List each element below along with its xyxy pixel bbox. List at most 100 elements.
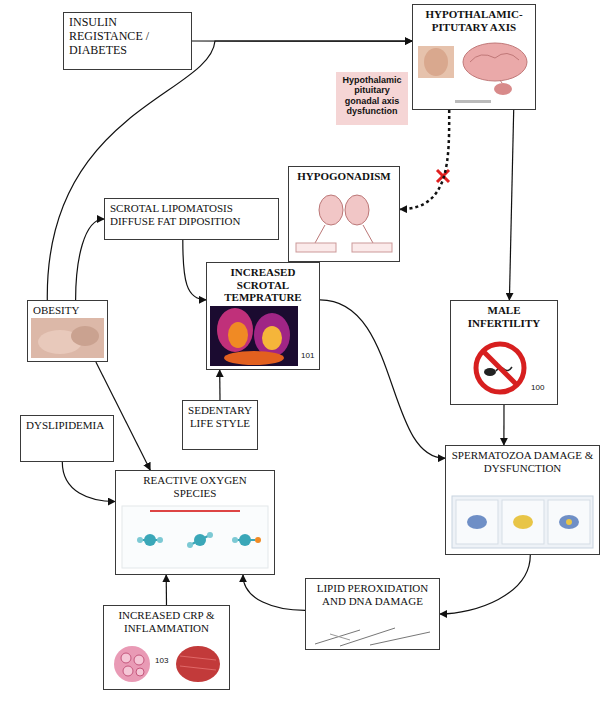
flow-arrow <box>219 370 221 400</box>
sperm-panels <box>566 519 572 525</box>
molecule-figure <box>150 510 240 512</box>
inflammation-cells <box>134 655 144 665</box>
face-photo <box>424 48 448 76</box>
sperm-panels <box>452 496 593 548</box>
node-text: LIPID PEROXIDATION AND DNA DAMAGE <box>311 582 434 607</box>
node-text: INCREASED SCROTAL TEMPRATURE <box>212 266 314 304</box>
brain-pituitary <box>470 53 519 62</box>
node-text: Hypothalamic pituitary gonadal axis dysf… <box>338 75 406 116</box>
note-box: Hypothalamic pituitary gonadal axis dysf… <box>336 72 408 125</box>
no-sperm-sign <box>476 344 524 392</box>
brain-pituitary <box>500 80 502 83</box>
molecule-figure <box>207 532 213 538</box>
condition-box: INSULIN REGISTANCE / DIABETES <box>63 12 192 70</box>
sperm-panels <box>452 496 593 548</box>
face-photo <box>418 46 454 78</box>
node-text: OBESITY <box>33 304 102 317</box>
testes-figure <box>319 195 343 225</box>
flow-arrow <box>62 462 115 502</box>
molecule-figure <box>187 542 193 548</box>
flow-arrow <box>183 240 206 300</box>
inflammation-cells <box>136 668 144 676</box>
node-text: MALE INFERTILITY <box>456 304 552 329</box>
process-box: SPERMATOZOA DAMAGE & DYSFUNCTION <box>445 445 600 555</box>
molecule-figure <box>157 537 163 543</box>
flow-arrow <box>440 555 530 614</box>
node-text: INSULIN REGISTANCE / DIABETES <box>69 16 186 57</box>
node-text: INCREASED CRP & INFLAMMATION <box>109 609 224 634</box>
thermal-image <box>217 308 253 352</box>
node-text: REACTIVE OXYGEN SPECIES <box>121 474 269 499</box>
condition-box: SEDENTARY LIFE STYLE <box>182 400 258 450</box>
condition-box: DYSLIPIDEMIA <box>20 415 114 462</box>
inflammation-cells <box>121 653 131 663</box>
sperm-panels <box>513 515 533 529</box>
obesity-photo <box>31 318 104 358</box>
outcome-box: HYPOGONADISM <box>288 166 400 262</box>
testes-figure <box>363 225 373 243</box>
brain-pituitary <box>463 43 527 95</box>
obesity-photo <box>31 318 104 358</box>
face-photo <box>418 46 454 78</box>
node-text: SCROTAL LIPOMATOSIS DIFFUSE FAT DIPOSITI… <box>110 202 273 227</box>
testes-figure <box>315 225 325 243</box>
testes-figure <box>296 243 336 252</box>
node-text: SPERMATOZOA DAMAGE & DYSFUNCTION <box>451 449 594 474</box>
figure-number: 101 <box>300 352 315 361</box>
dna-strands <box>330 634 350 640</box>
flow-arrow <box>503 405 504 445</box>
sperm-panels <box>502 500 544 544</box>
node-text: DYSLIPIDEMIA <box>26 419 108 432</box>
molecule-figure <box>194 534 206 546</box>
caption-bar <box>455 100 491 103</box>
testes-figure <box>352 243 392 252</box>
inflammation-cells <box>114 646 150 682</box>
flow-arrow <box>320 300 445 458</box>
node-text: HYPOTHALAMIC- PITUTARY AXIS <box>418 8 530 33</box>
inflammation-cells <box>114 646 220 682</box>
node-text: SEDENTARY LIFE STYLE <box>188 404 252 429</box>
process-box: LIPID PEROXIDATION AND DNA DAMAGE <box>305 578 440 650</box>
dna-strands <box>340 628 395 646</box>
sperm-panels <box>559 515 579 529</box>
flow-arrow <box>243 575 305 610</box>
molecule-figure <box>232 537 238 543</box>
thermal-image <box>210 306 298 366</box>
process-box: REACTIVE OXYGEN SPECIES <box>115 470 275 575</box>
condition-box: SCROTAL LIPOMATOSIS DIFFUSE FAT DIPOSITI… <box>104 198 279 240</box>
flow-arrow <box>509 110 513 300</box>
brain-pituitary <box>494 83 512 95</box>
sperm-panels <box>467 515 487 529</box>
flow-arrow <box>166 575 168 605</box>
inflammation-cells <box>176 646 220 682</box>
thermal-image <box>224 351 284 365</box>
molecule-figure <box>190 535 210 545</box>
dna-strands <box>370 632 430 645</box>
dna-strands <box>315 628 430 646</box>
molecule-figure <box>122 506 268 568</box>
thermal-image <box>254 313 290 357</box>
node-text: HYPOGONADISM <box>294 170 394 183</box>
thermal-image <box>210 306 298 366</box>
obesity-photo <box>71 326 99 346</box>
inflammation-cells <box>123 666 133 676</box>
no-sperm-sign <box>483 351 517 385</box>
figure-number: 103 <box>154 657 169 666</box>
molecule-figure <box>255 537 261 543</box>
condition-box: INCREASED CRP & INFLAMMATION <box>103 605 230 690</box>
flow-arrow <box>76 219 104 300</box>
molecule-figure <box>144 534 156 546</box>
inflammation-cells <box>180 656 216 660</box>
condition-box: OBESITY <box>27 300 108 362</box>
thermal-image <box>262 326 282 350</box>
sperm-panels <box>456 500 498 544</box>
inflammation-cells <box>180 666 216 670</box>
brain-pituitary <box>463 43 527 81</box>
axis-box: HYPOTHALAMIC- PITUTARY AXIS <box>412 4 536 110</box>
molecule-figure <box>122 506 268 568</box>
no-sperm-sign <box>484 368 496 376</box>
thermal-image <box>228 322 248 348</box>
